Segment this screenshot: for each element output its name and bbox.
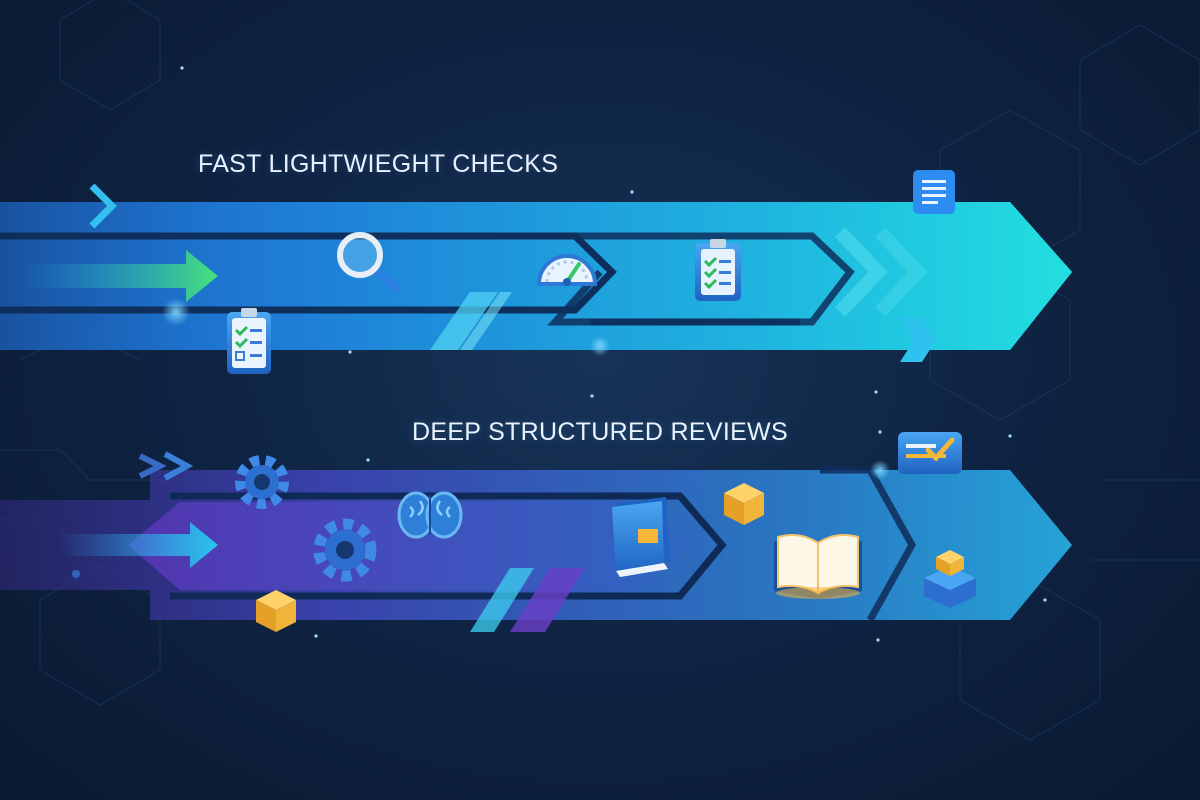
glow-spark: [162, 298, 190, 326]
speedometer-icon: [536, 254, 598, 286]
document-icon: [913, 170, 955, 214]
deep-cyan-arrow: [60, 522, 218, 568]
fast-green-arrow: [20, 250, 218, 302]
deep-lane: [0, 451, 1072, 632]
brain-icon: [397, 491, 463, 539]
cube-icon-2: [724, 483, 764, 525]
background-hex-pattern: [0, 0, 1200, 741]
deep-lane-inner: [128, 502, 690, 590]
book-icon: [612, 497, 670, 577]
magnifier-icon: [337, 232, 400, 293]
fast-lane: [0, 183, 1072, 362]
fast-track-line-2: [547, 232, 855, 326]
fast-small-chevron: [89, 183, 117, 229]
stacked-cube-icon: [924, 550, 976, 608]
gear-icon: [235, 455, 289, 509]
fast-exit-arrow: [900, 318, 936, 362]
fast-track-line-1: [0, 232, 617, 314]
review-card-icon: [898, 432, 962, 474]
deep-lane-title: DEEP STRUCTURED REVIEWS: [412, 418, 788, 446]
checklist-icon: [227, 308, 271, 374]
deep-small-chevron: [138, 453, 167, 479]
cube-icon: [256, 590, 296, 632]
fast-lane-title: FAST LIGHTWIEGHT CHECKS: [198, 150, 559, 178]
clipboard-check-icon: [695, 239, 741, 301]
deep-shard: [470, 568, 534, 632]
fast-chevron: [834, 227, 888, 317]
gear-icon-2: [313, 518, 377, 582]
fast-shard: [430, 292, 498, 350]
open-book-icon: [774, 534, 862, 599]
deep-track-line-2: [820, 466, 917, 622]
